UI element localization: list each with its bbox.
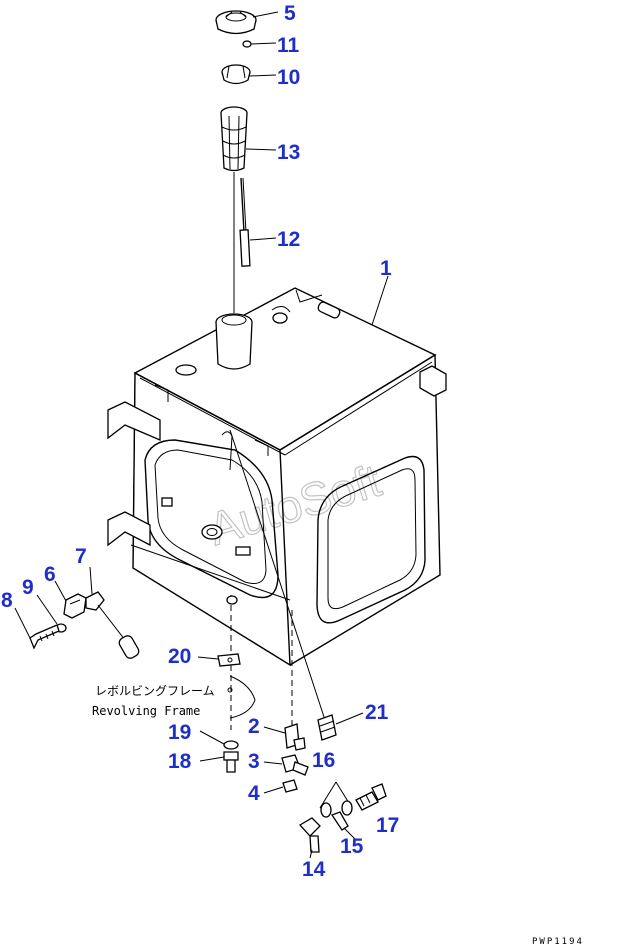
callout-19: 19 [168, 721, 191, 744]
revolving-frame-note: レボルビングフレーム Revolving Frame [92, 675, 256, 719]
callout-17: 17 [376, 814, 399, 837]
callout-labels: 5 11 10 13 12 1 7 6 9 8 20 19 18 2 3 4 2… [1, 2, 399, 881]
callout-21: 21 [365, 701, 389, 724]
callout-6: 6 [44, 563, 56, 586]
part-17-bolt [355, 783, 387, 811]
callout-1: 1 [380, 257, 392, 280]
callout-10: 10 [277, 66, 300, 89]
part-15-bolt [331, 811, 357, 841]
part-19-washer [223, 740, 239, 750]
part-10-ring [221, 64, 251, 85]
callout-12: 12 [277, 228, 300, 251]
part-11-pin [242, 40, 252, 48]
part-13-strainer [220, 106, 248, 172]
part-18-bolt [223, 751, 239, 773]
callout-11: 11 [277, 34, 300, 57]
callout-13: 13 [277, 141, 300, 164]
part-2-elbow [284, 723, 306, 751]
callout-4: 4 [248, 782, 260, 805]
part-5-cap [215, 10, 257, 35]
leader-lines [14, 11, 389, 859]
callout-8: 8 [1, 589, 13, 612]
part-3-elbow [281, 754, 309, 776]
part-4-nut [282, 779, 298, 793]
part-8-bolt [29, 624, 60, 650]
callout-7: 7 [75, 545, 87, 568]
part-6-switch [63, 593, 87, 619]
note-english: Revolving Frame [92, 704, 200, 718]
part-21-fitting [317, 714, 337, 741]
callout-16: 16 [312, 749, 335, 772]
callout-3: 3 [248, 750, 260, 773]
callout-18: 18 [168, 750, 192, 773]
hydraulic-tank [107, 287, 447, 667]
part-20-plate [217, 595, 241, 667]
callout-20: 20 [168, 645, 191, 668]
part-14-tee [298, 817, 321, 853]
callout-14: 14 [302, 858, 326, 881]
part-12-gauge-stick [239, 177, 251, 267]
callout-2: 2 [248, 715, 260, 738]
drawing-code: PWP1194 [532, 937, 584, 947]
part-16-washers [319, 781, 353, 818]
callout-15: 15 [340, 835, 364, 858]
note-japanese: レボルビングフレーム [95, 684, 215, 698]
part-7-sensor [85, 591, 140, 659]
callout-9: 9 [22, 576, 34, 599]
callout-5: 5 [284, 2, 296, 25]
